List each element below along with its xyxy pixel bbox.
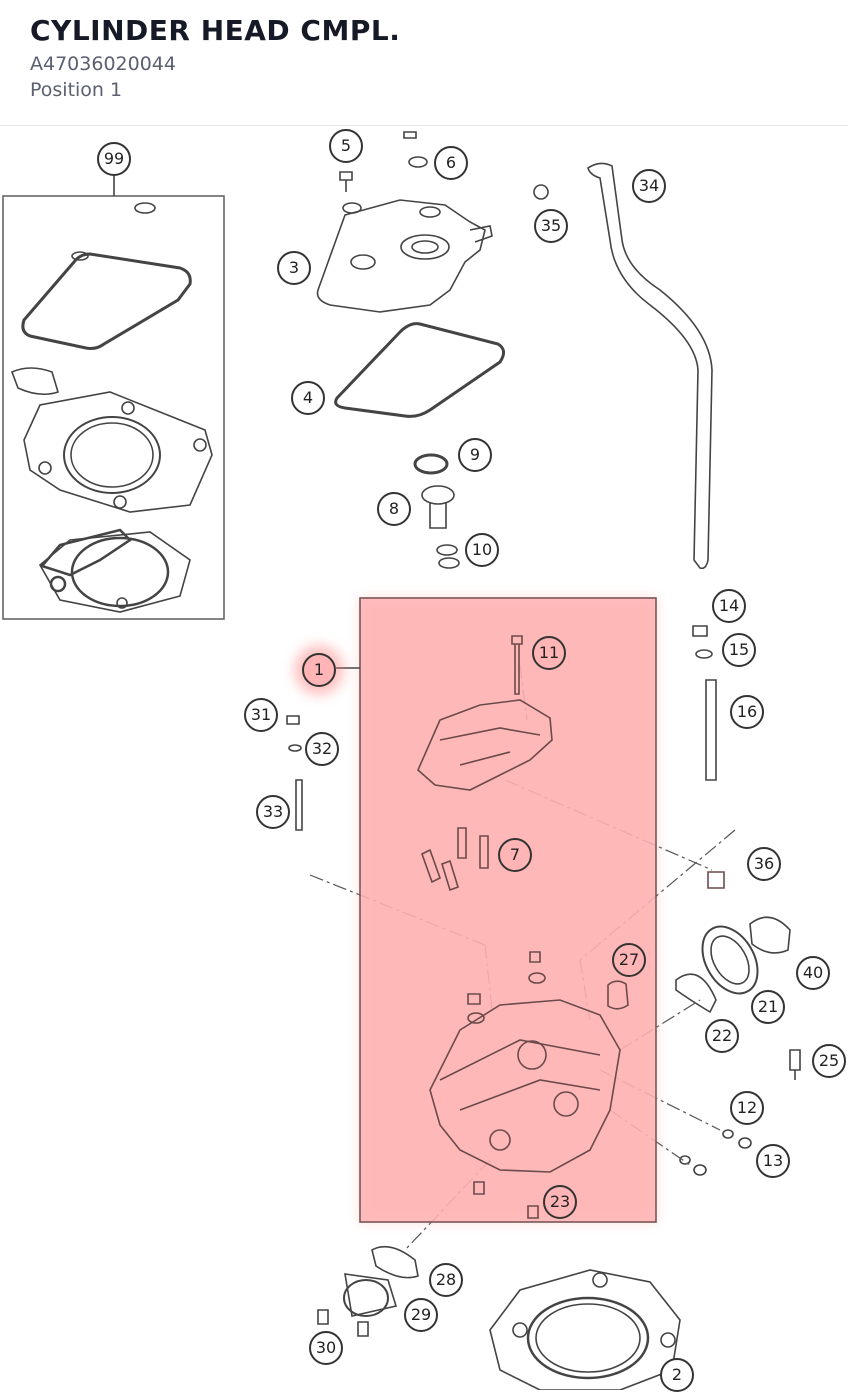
callout-13[interactable]: 13 <box>756 1144 790 1178</box>
callout-40[interactable]: 40 <box>796 956 830 990</box>
callout-25[interactable]: 25 <box>812 1044 846 1078</box>
callout-99[interactable]: 99 <box>97 142 131 176</box>
position-label: Position 1 <box>30 79 123 101</box>
callout-22[interactable]: 22 <box>705 1019 739 1053</box>
page-title: CYLINDER HEAD CMPL. <box>30 14 401 47</box>
diagram-drawing <box>2 131 801 1390</box>
callout-34[interactable]: 34 <box>632 169 666 203</box>
callout-12[interactable]: 12 <box>730 1091 764 1125</box>
callout-32[interactable]: 32 <box>305 732 339 766</box>
callout-10[interactable]: 10 <box>465 533 499 567</box>
callout-1[interactable]: 1 <box>302 653 336 687</box>
callout-11[interactable]: 11 <box>532 636 566 670</box>
callout-23[interactable]: 23 <box>543 1185 577 1219</box>
callout-28[interactable]: 28 <box>429 1263 463 1297</box>
callout-14[interactable]: 14 <box>712 589 746 623</box>
callout-36[interactable]: 36 <box>747 847 781 881</box>
callout-6[interactable]: 6 <box>434 146 468 180</box>
callout-30[interactable]: 30 <box>309 1331 343 1365</box>
callout-21[interactable]: 21 <box>751 990 785 1024</box>
callout-3[interactable]: 3 <box>277 251 311 285</box>
callout-2[interactable]: 2 <box>660 1358 694 1392</box>
callout-15[interactable]: 15 <box>722 633 756 667</box>
page-header: CYLINDER HEAD CMPL. A47036020044 Positio… <box>0 0 848 126</box>
callout-7[interactable]: 7 <box>498 838 532 872</box>
callout-9[interactable]: 9 <box>458 438 492 472</box>
callout-27[interactable]: 27 <box>612 943 646 977</box>
exploded-view-diagram: 99 5 6 3 4 9 8 10 34 35 14 15 16 1 11 31… <box>0 127 848 1392</box>
callout-33[interactable]: 33 <box>256 795 290 829</box>
callout-8[interactable]: 8 <box>377 492 411 526</box>
callout-29[interactable]: 29 <box>404 1298 438 1332</box>
callout-4[interactable]: 4 <box>291 381 325 415</box>
callout-35[interactable]: 35 <box>534 209 568 243</box>
callout-5[interactable]: 5 <box>329 129 363 163</box>
part-number: A47036020044 <box>30 53 176 75</box>
callout-16[interactable]: 16 <box>730 695 764 729</box>
callout-31[interactable]: 31 <box>244 698 278 732</box>
